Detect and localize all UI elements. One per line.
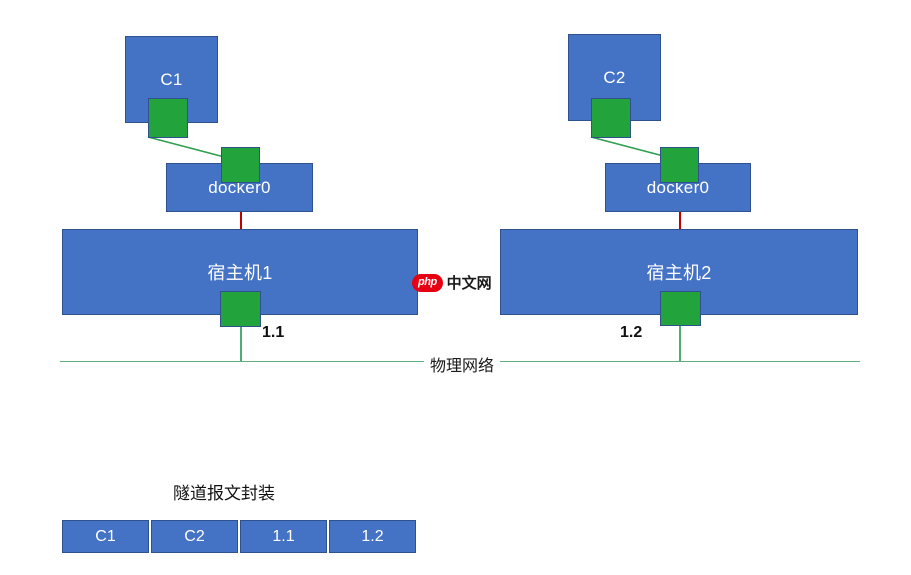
packet-field-3[interactable]: 1.2 (329, 520, 416, 553)
bridge-box-docker0-right[interactable]: docker0 (605, 163, 751, 212)
ip-label-1-1: 1.1 (262, 324, 285, 341)
packet-field-2[interactable]: 1.1 (240, 520, 327, 553)
bridge-interface-right[interactable] (660, 147, 699, 183)
veth-link-left (147, 136, 233, 160)
container-label-c1: C1 (160, 69, 183, 89)
encapsulation-table: C1 C2 1.1 1.2 (62, 520, 416, 553)
watermark: php 中文网 (412, 272, 492, 293)
veth-interface-c2[interactable] (591, 98, 631, 138)
watermark-text: 中文网 (446, 275, 492, 292)
php-logo-icon: php (412, 273, 443, 292)
host-nic-2[interactable] (660, 291, 701, 326)
packet-field-1[interactable]: C2 (151, 520, 238, 553)
host-label-1: 宿主机1 (207, 263, 273, 283)
encapsulation-title: 隧道报文封装 (173, 484, 275, 503)
veth-interface-c1[interactable] (148, 98, 188, 138)
uplink-line-left (240, 325, 242, 362)
container-label-c2: C2 (603, 67, 626, 87)
ip-label-1-2: 1.2 (620, 324, 643, 341)
packet-field-0[interactable]: C1 (62, 520, 149, 553)
host-label-2: 宿主机2 (646, 263, 712, 283)
physical-network-label: 物理网络 (424, 352, 501, 376)
uplink-line-right (679, 323, 681, 362)
bridge-interface-left[interactable] (221, 147, 260, 183)
host-nic-1[interactable] (220, 291, 261, 327)
